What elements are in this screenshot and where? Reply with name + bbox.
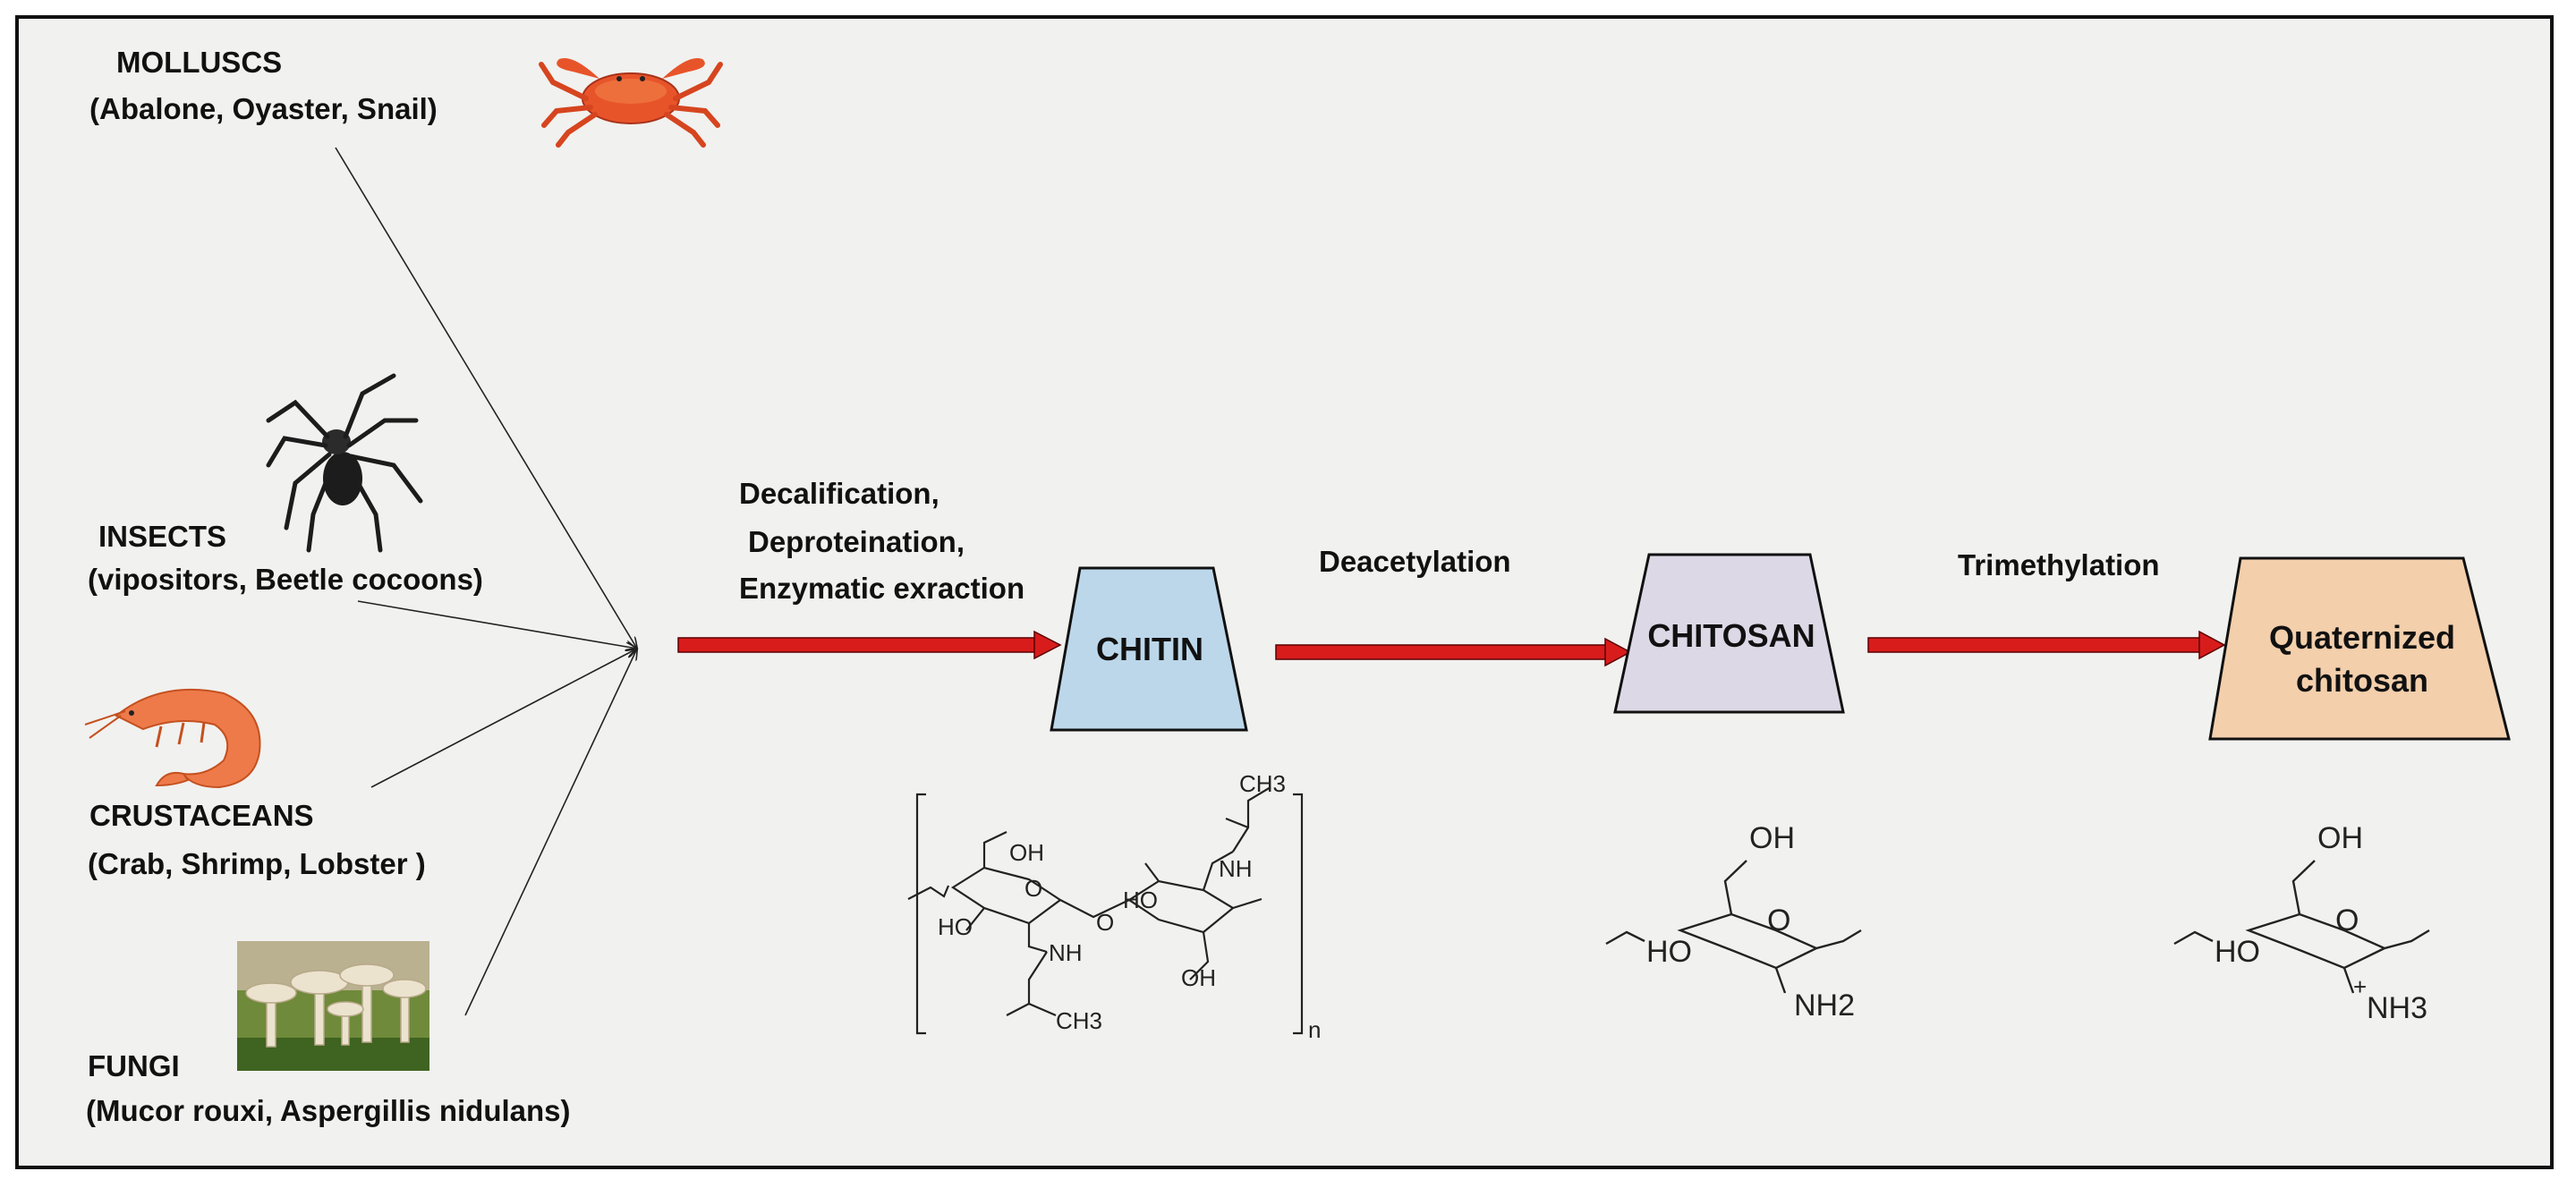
diagram-frame	[15, 15, 2554, 1169]
source-insects-subtitle: (vipositors, Beetle cocoons)	[88, 563, 483, 596]
chitosan-structure	[1605, 860, 1862, 994]
converging-lines	[335, 147, 637, 1016]
chitin-o-bridge: O	[1096, 909, 1114, 936]
insects-line	[357, 600, 637, 649]
chitosan-label: CHITOSAN	[1647, 617, 1815, 654]
quaternized-label-line2: chitosan	[2295, 662, 2429, 699]
quaternized-amine: NH3	[2367, 991, 2427, 1025]
spider-icon	[266, 373, 423, 553]
process-arrow-1-shaft	[677, 637, 1037, 653]
process-arrow-2-head	[1604, 637, 1632, 667]
source-crustaceans-subtitle: (Crab, Shrimp, Lobster )	[88, 847, 426, 880]
chitosan-ho: HO	[1646, 935, 1692, 969]
process-arrow-3-head	[2198, 630, 2226, 660]
chitosan-oh: OH	[1749, 821, 1795, 855]
quaternized-oh: OH	[2317, 821, 2363, 855]
chitosan-box	[1613, 553, 1845, 714]
chitosan-amine: NH2	[1794, 989, 1855, 1023]
chitin-oh-bottom: OH	[1181, 964, 1216, 991]
chitin-ho-left: HO	[938, 913, 973, 940]
process-arrows	[677, 630, 2226, 667]
source-insects-title: INSECTS	[98, 520, 227, 553]
quaternized-structure	[2173, 860, 2430, 994]
process-step-1-line2: Deproteination,	[748, 525, 965, 558]
crustaceans-line	[370, 649, 637, 788]
chitin-n: n	[1308, 1016, 1321, 1043]
chitin-ch3-top: CH3	[1239, 770, 1286, 797]
source-molluscs-title: MOLLUSCS	[116, 46, 283, 79]
shrimp-icon	[84, 688, 261, 789]
chitosan-labels: OH HO O NH2	[1646, 821, 1855, 1023]
process-step-1-line1: Decalification,	[739, 477, 939, 510]
source-fungi-subtitle: (Mucor rouxi, Aspergillis nidulans)	[86, 1094, 571, 1127]
process-step-2-label: Deacetylation	[1319, 545, 1511, 578]
process-arrow-3-shaft	[1867, 637, 2202, 653]
quaternized-o-ring: O	[2335, 904, 2359, 938]
process-arrow-1-head	[1033, 630, 1062, 660]
mushroom-icon	[237, 941, 429, 1071]
chitin-oh-top: OH	[1009, 839, 1044, 866]
chitin-labels: OH CH3 NH HO HO O O NH OH CH3 n	[938, 770, 1321, 1043]
source-fungi-title: FUNGI	[88, 1049, 180, 1082]
quaternized-labels: OH HO O + NH3	[2215, 821, 2427, 1025]
source-crustaceans-title: CRUSTACEANS	[89, 799, 314, 832]
chitin-structure	[907, 786, 1304, 1035]
quaternized-ho: HO	[2215, 935, 2260, 969]
crab-icon	[539, 57, 723, 148]
chitin-ho-mid: HO	[1123, 887, 1158, 913]
source-molluscs-subtitle: (Abalone, Oyaster, Snail)	[89, 92, 438, 125]
chitin-ch3-bottom: CH3	[1056, 1007, 1102, 1034]
fungi-line	[464, 649, 637, 1016]
process-step-1-line3: Enzymatic exraction	[739, 572, 1025, 605]
quaternized-charge: +	[2353, 973, 2367, 1000]
quaternized-box	[2208, 556, 2511, 741]
chitin-box	[1050, 566, 1248, 732]
chitin-nh-left: NH	[1049, 939, 1083, 966]
chitosan-o-ring: O	[1767, 904, 1790, 938]
process-arrow-2-shaft	[1275, 644, 1608, 660]
chitin-nh-right: NH	[1219, 855, 1253, 882]
chitin-label: CHITIN	[1096, 631, 1203, 667]
molluscs-line	[335, 147, 637, 649]
process-step-3-label: Trimethylation	[1958, 548, 2160, 581]
quaternized-label-line1: Quaternized	[2268, 619, 2456, 656]
chitin-o-ring: O	[1024, 875, 1042, 902]
